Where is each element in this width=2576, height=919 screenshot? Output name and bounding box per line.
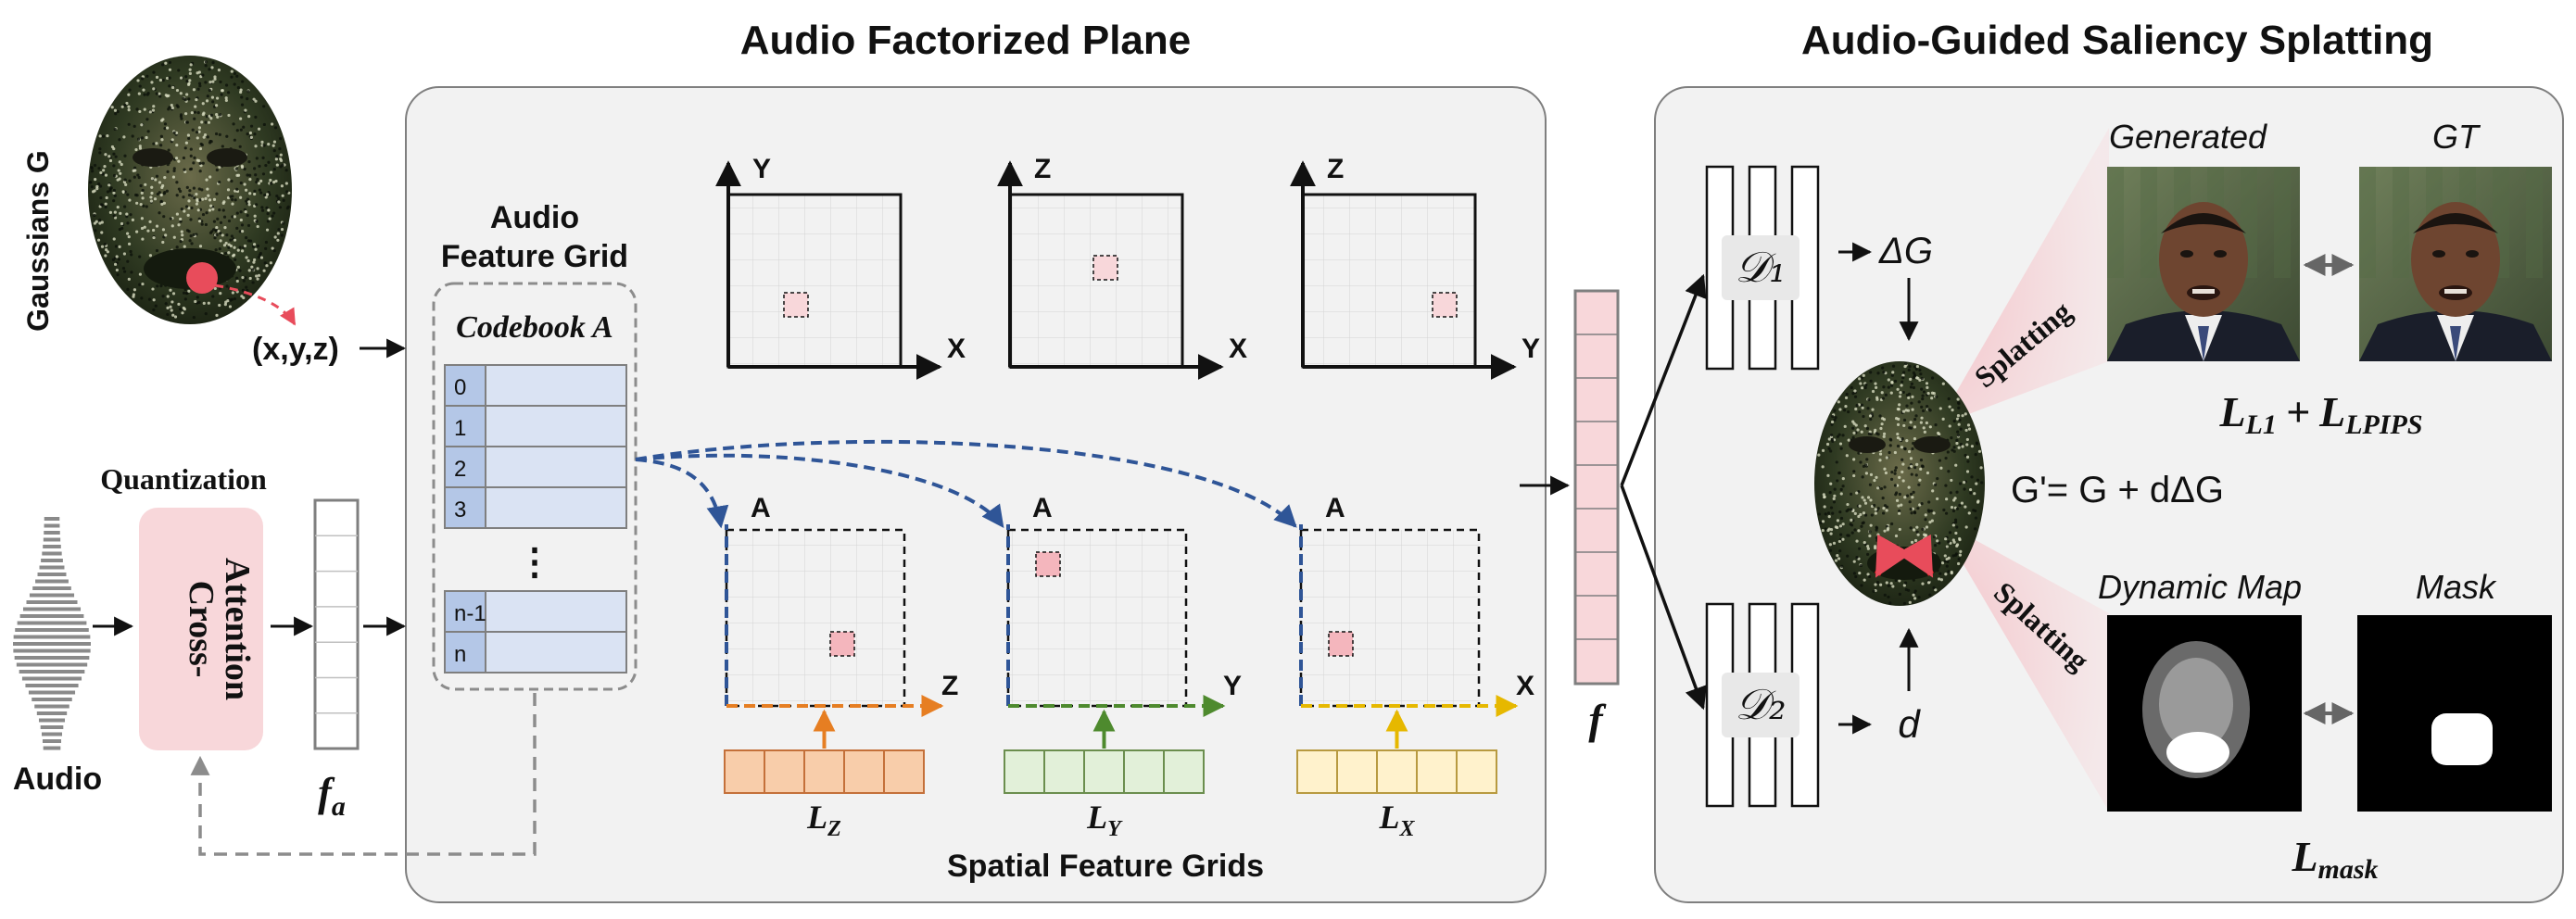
decoder-1: 𝒟₁ [1705,165,1820,371]
codebook-feedback-arrow [190,693,537,856]
gaussian-point-marker [186,262,218,294]
decoder-label: 𝒟₂ [1735,679,1786,729]
audio-plane-axis-v: A [1325,493,1345,523]
spatial-plane: YX [715,154,966,380]
arrow-f-to-d2 [1620,485,1707,711]
codebook-row: 3 [444,486,627,529]
audio-plane-axis-v: A [1032,493,1053,523]
codebook-row: n-1 [444,590,627,633]
codebook-table: 0 1 2 3 n-1 n ⋮ [444,364,627,674]
line-feature: LX [1296,709,1497,841]
codebook-to-plane-z-arrow [635,458,729,529]
audio-plane-axis-h: Y [1223,671,1242,701]
fa-feature-vector [313,498,360,750]
audio-plane-axis-h: Z [941,671,958,701]
cross-attention-label-line2: Attention [218,558,257,700]
spatial-plane: ZY [1290,154,1540,380]
codebook-index: 3 [454,497,466,522]
gt-image [2359,167,2552,361]
splatting-beam-top [1937,128,2109,426]
codebook-index: 2 [454,457,466,482]
rgb-loss-label: LL1+LLPIPS [2218,388,2422,440]
point-coordinates-label: (x,y,z) [252,332,339,367]
audio-label: Audio [13,762,102,797]
generated-label: Generated [2109,118,2267,156]
plane-axis-h: X [1229,334,1247,364]
fa-label: fa [318,770,346,822]
dynamic-map-label: Dynamic Map [2098,568,2302,606]
decoder-label: 𝒟₁ [1735,242,1786,292]
f-label: f [1588,696,1607,743]
deformed-gaussian-face [1814,361,1985,606]
gaussians-label: Gaussians G [21,150,55,332]
title-saliency-splatting: Audio-Guided Saliency Splatting [1801,18,2433,63]
generated-image [2107,167,2300,361]
codebook-row: 0 [444,364,627,407]
line-feature-label: LZ [806,799,841,841]
mask-loss-label: Lmask [2291,833,2378,885]
feature-grid-title-2: Feature Grid [441,239,628,274]
spatial-plane: ZX [997,154,1247,380]
cross-attention-block [139,508,263,750]
audio-plane-axis-h: X [1516,671,1534,701]
line-feature-label: LY [1086,799,1123,841]
deformation-arrow-right [1897,534,1935,578]
audio-plane: AX [1299,493,1534,717]
plane-axis-h: Y [1522,334,1540,364]
factorized-plane-panel [405,86,1547,903]
codebook-index: 0 [454,375,466,400]
audio-plane: AY [1006,493,1242,717]
gt-label: GT [2432,118,2481,156]
feature-grid-title-1: Audio [490,200,579,235]
codebook-index: n [454,642,466,667]
gaussian-face-pointcloud [88,56,292,324]
codebook-label: Codebook A [456,310,613,345]
codebook-row: 2 [444,446,627,488]
saliency-splatting-panel [1654,86,2564,903]
codebook-to-plane-x-arrow [635,439,1297,528]
codebook-ellipsis: ⋮ [516,542,553,583]
line-features: LZ LY LX [724,709,1497,841]
d-label: d [1898,702,1921,746]
cross-attention-label-line1: Cross- [182,581,221,678]
plane-axis-v: Z [1034,154,1051,184]
mask-label: Mask [2416,568,2497,606]
decoder-2: 𝒟₂ [1705,602,1820,808]
arrow-f-to-d1 [1620,273,1707,486]
line-feature: LZ [724,709,925,841]
plane-axis-v: Y [752,154,771,184]
deformation-equation: G'= G + dΔG [2011,470,2224,510]
f-feature-vector [1573,289,1620,686]
audio-plane: AZ [725,493,958,717]
title-audio-factorized-plane: Audio Factorized Plane [740,18,1192,63]
codebook-row: n [444,631,627,674]
codebook-index: n-1 [454,601,486,626]
codebook-container [432,282,638,691]
delta-g-label: ΔG [1878,231,1933,271]
line-feature: LY [1004,709,1205,841]
plane-axis-h: X [947,334,966,364]
mask-image [2357,615,2552,812]
audio-waveform-icon [13,517,91,750]
codebook-row: 1 [444,405,627,447]
deformation-arrow-left [1874,534,1912,578]
spatial-feature-grids-label: Spatial Feature Grids [947,849,1264,884]
quantization-label: Quantization [100,462,267,496]
line-feature-label: LX [1378,799,1415,841]
codebook-to-plane-y-arrow [635,453,1004,528]
plane-axis-v: Z [1327,154,1344,184]
splatting-beam-bottom [1937,519,2109,812]
audio-plane-axis-v: A [751,493,771,523]
dynamic-map-image [2107,615,2302,812]
codebook-index: 1 [454,416,466,441]
